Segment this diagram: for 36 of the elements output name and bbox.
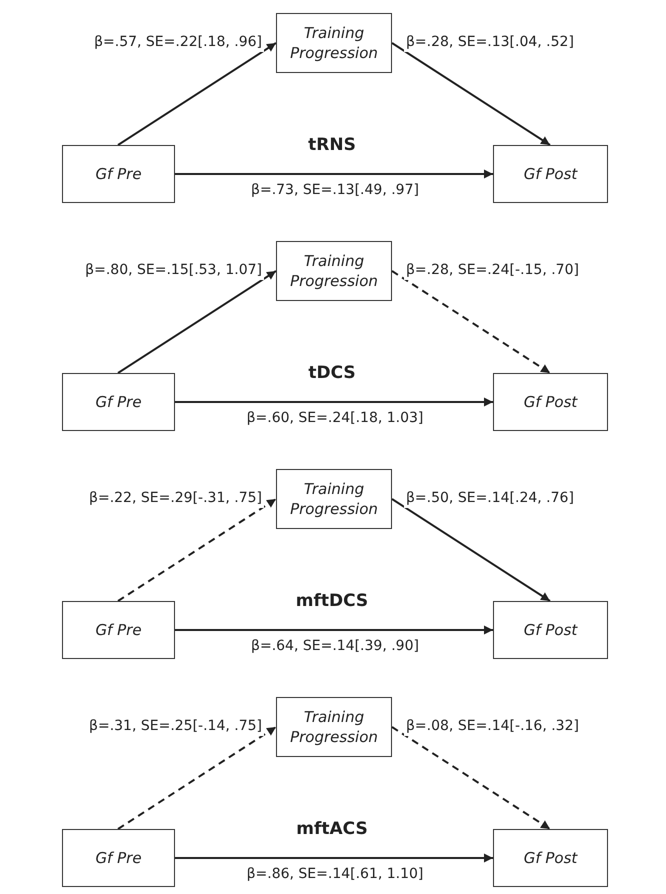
variable-box: Gf Post bbox=[493, 601, 608, 659]
variable-box: Gf Pre bbox=[62, 145, 175, 203]
arrow bbox=[117, 270, 277, 374]
variable-box: Training Progression bbox=[276, 469, 392, 529]
variable-box: Gf Post bbox=[493, 145, 608, 203]
edge-label: β=.28, SE=.13[.04, .52] bbox=[404, 32, 576, 52]
arrow bbox=[117, 498, 277, 602]
variable-box: Gf Pre bbox=[62, 373, 175, 431]
variable-box: Gf Pre bbox=[62, 601, 175, 659]
variable-box: Gf Pre bbox=[62, 829, 175, 887]
arrow bbox=[175, 398, 493, 406]
arrow bbox=[117, 42, 277, 146]
edge-label: β=.28, SE=.24[-.15, .70] bbox=[404, 260, 581, 280]
edge-label: β=.57, SE=.22[.18, .96] bbox=[92, 32, 264, 52]
panel-title: mftACS bbox=[295, 818, 369, 840]
arrow bbox=[391, 42, 551, 146]
edge-label: β=.08, SE=.14[-.16, .32] bbox=[404, 716, 581, 736]
panel-title: tDCS bbox=[307, 362, 357, 384]
variable-box: Training Progression bbox=[276, 13, 392, 73]
edge-label: β=.22, SE=.29[-.31, .75] bbox=[87, 488, 264, 508]
edge-label: β=.50, SE=.14[.24, .76] bbox=[404, 488, 576, 508]
panel-title: mftDCS bbox=[294, 590, 370, 612]
variable-box: Gf Post bbox=[493, 373, 608, 431]
arrow bbox=[391, 498, 551, 602]
arrow bbox=[117, 726, 277, 830]
edge-label: β=.80, SE=.15[.53, 1.07] bbox=[83, 260, 264, 280]
panel-title: tRNS bbox=[307, 134, 357, 156]
arrow bbox=[175, 626, 493, 634]
variable-box: Gf Post bbox=[493, 829, 608, 887]
arrow bbox=[391, 726, 551, 830]
arrow bbox=[391, 270, 551, 374]
variable-box: Training Progression bbox=[276, 241, 392, 301]
edge-label: β=.31, SE=.25[-.14, .75] bbox=[87, 716, 264, 736]
arrow bbox=[175, 854, 493, 862]
arrow bbox=[175, 170, 493, 178]
variable-box: Training Progression bbox=[276, 697, 392, 757]
